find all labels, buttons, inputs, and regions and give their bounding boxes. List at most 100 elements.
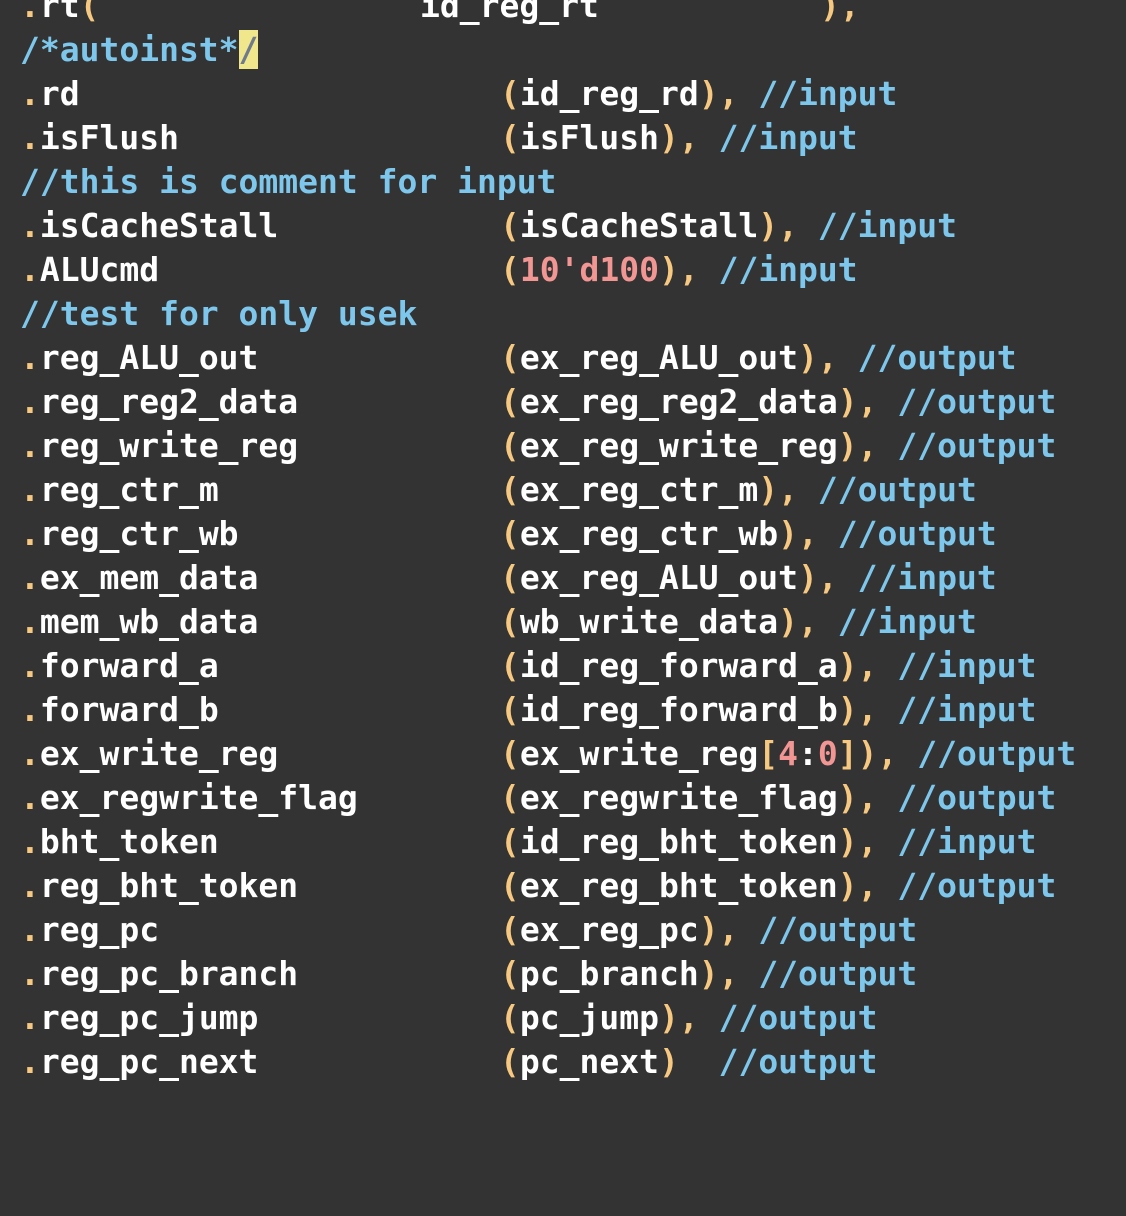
connection-name: id_reg_forward_b [519,690,838,729]
code-line-port[interactable]: .reg_pc_next (pc_next) //output [20,1042,878,1081]
code-line-port[interactable]: .rd (id_reg_rd), //input [20,74,898,113]
code-line-port[interactable]: .reg_reg2_data (ex_reg_reg2_data), //out… [20,382,1057,421]
dot-token: . [20,1042,40,1081]
separator: , [678,118,719,157]
direction-comment: //output [758,910,918,949]
code-line-port[interactable]: .bht_token (id_reg_bht_token), //input [20,822,1037,861]
code-line-port[interactable]: .reg_write_reg (ex_reg_write_reg), //out… [20,426,1057,465]
code-line-port[interactable]: .reg_pc_jump (pc_jump), //output [20,998,878,1037]
port-name: reg_pc_branch [39,954,299,993]
direction-comment: //output [837,514,997,553]
code-line-port[interactable]: .forward_b (id_reg_forward_b), //input [20,690,1037,729]
direction-comment: //input [897,690,1037,729]
separator [679,1042,719,1081]
connection-name: wb_write_data [519,602,779,641]
port-name: reg_ALU_out [39,338,259,377]
dot-token: . [20,382,40,421]
direction-comment: //output [718,998,878,1037]
port-name: ALUcmd [39,250,160,289]
direction-comment: //input [817,206,957,245]
connection-name: pc_branch [519,954,699,993]
connection-name: ex_reg_ALU_out [519,558,799,597]
code-line-comment[interactable]: //this is comment for input [0,160,1126,204]
code-line-port[interactable]: .reg_ctr_wb (ex_reg_ctr_wb), //output [20,514,997,553]
dot-token: . [20,514,40,553]
code-editor[interactable]: .rt( id_reg_rt ), /*autoinst*/ .rd (id_r… [0,0,1126,1084]
connection-name: ex_reg_ctr_wb [519,514,779,553]
autoinst-comment: /*autoinst* [20,30,239,69]
direction-comment: //input [897,646,1037,685]
port-name: bht_token [39,822,219,861]
dot-token: . [20,646,40,685]
separator: , [857,646,898,685]
dot-token: . [20,910,40,949]
code-line-partial[interactable]: .rt( id_reg_rt ), [0,0,1126,28]
connection-name: id_reg_forward_a [519,646,838,685]
connection-name: id_reg_rd [519,74,699,113]
connection-name: ex_reg_reg2_data [519,382,838,421]
separator: , [817,338,858,377]
port-name: ex_mem_data [39,558,259,597]
line-comment: //test for only usek [20,294,418,333]
separator: , [718,74,759,113]
direction-comment: //input [758,74,898,113]
dot-token: . [20,954,40,993]
line-comment: //this is comment for input [20,162,557,201]
port-name: reg_pc_jump [39,998,259,1037]
code-line-port[interactable]: .reg_pc (ex_reg_pc), //output [20,910,918,949]
separator: , [678,998,719,1037]
port-name: ex_regwrite_flag [39,778,358,817]
dot-token: . [20,822,40,861]
dot-token: . [20,118,40,157]
code-line-port[interactable]: .reg_bht_token (ex_reg_bht_token), //out… [20,866,1057,905]
dot-token: . [20,778,40,817]
direction-comment: //output [897,866,1057,905]
dot-token: . [20,470,40,509]
closing-punct: ), [820,0,860,25]
dot-token: . [20,690,40,729]
port-name: ex_write_reg [39,734,279,773]
connection-name: pc_jump [519,998,659,1037]
code-line-port[interactable]: .isFlush (isFlush), //input [20,118,858,157]
separator: , [857,866,898,905]
code-line-port[interactable]: .mem_wb_data (wb_write_data), //input [20,602,977,641]
code-line-port[interactable]: .ex_regwrite_flag (ex_regwrite_flag), //… [20,778,1057,817]
port-name: reg_write_reg [39,426,299,465]
code-line-comment[interactable]: //test for only usek [0,292,1126,336]
direction-comment: //output [897,426,1057,465]
code-line-port[interactable]: .reg_ctr_m (ex_reg_ctr_m), //output [20,470,977,509]
dot-token: . [20,734,40,773]
dot-token: . [20,558,40,597]
port-name: mem_wb_data [39,602,259,641]
connection-name: isFlush [519,118,659,157]
separator: , [718,954,759,993]
code-line-port[interactable]: .ALUcmd (10'd100), //input [20,250,858,289]
separator: , [678,250,719,289]
connection-name: ex_regwrite_flag [519,778,838,817]
separator: , [857,426,898,465]
separator: , [798,602,838,641]
code-line-port[interactable]: .reg_pc_branch (pc_branch), //output [20,954,918,993]
dot-token: . [20,206,40,245]
connection-name: ex_reg_pc [519,910,699,949]
code-line-port[interactable]: .ex_write_reg (ex_write_reg[4:0]), //out… [20,734,1077,773]
separator: , [857,822,898,861]
dot-token: . [20,866,40,905]
connection-name: ex_reg_ctr_m [519,470,759,509]
code-line-autoinst[interactable]: /*autoinst*/ [0,28,1126,72]
direction-comment: //output [897,382,1057,421]
direction-comment: //input [897,822,1037,861]
port-name: reg_pc [39,910,160,949]
connection-name: pc_next [519,1042,659,1081]
port-name: rd [39,74,80,113]
code-line-port[interactable]: .isCacheStall (isCacheStall), //input [20,206,957,245]
separator: , [857,778,898,817]
range-low: 0 [817,734,838,773]
separator: , [778,206,818,245]
code-line-port[interactable]: .reg_ALU_out (ex_reg_ALU_out), //output [20,338,1017,377]
connection-name: ex_write_reg [519,734,759,773]
separator: , [877,734,918,773]
direction-comment: //output [897,778,1057,817]
code-line-port[interactable]: .ex_mem_data (ex_reg_ALU_out), //input [20,558,997,597]
code-line-port[interactable]: .forward_a (id_reg_forward_a), //input [20,646,1037,685]
